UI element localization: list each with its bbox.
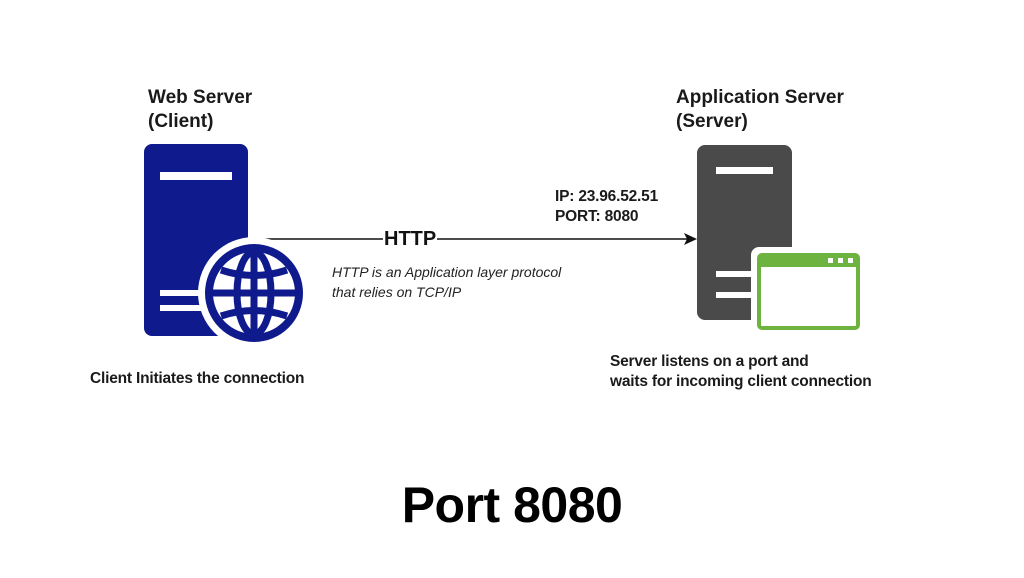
- client-caption: Client Initiates the connection: [90, 370, 305, 387]
- server-title-line1: Application Server: [676, 87, 844, 108]
- protocol-note: HTTP is an Application layer protocol th…: [332, 262, 561, 302]
- server-address: IP: 23.96.52.51 PORT: 8080: [555, 187, 658, 227]
- arrowhead-icon: [684, 233, 697, 245]
- page-title: Port 8080: [401, 477, 623, 533]
- server-port: PORT: 8080: [555, 208, 639, 225]
- server-caption-line1: Server listens on a port and: [610, 353, 809, 370]
- server-title-line2: (Server): [676, 111, 748, 132]
- server-title: Application Server (Server): [676, 86, 844, 134]
- server-ip: IP: 23.96.52.51: [555, 188, 658, 205]
- browser-window-icon: [751, 247, 866, 336]
- protocol-label: HTTP: [383, 228, 438, 250]
- server-caption-line2: waits for incoming client connection: [610, 373, 872, 390]
- protocol-note-line1: HTTP is an Application layer protocol: [332, 264, 562, 280]
- client-title: Web Server (Client): [148, 86, 252, 134]
- http-connection-arrow: [248, 233, 697, 245]
- client-title-line1: Web Server: [148, 87, 253, 108]
- globe-icon: [198, 237, 310, 349]
- server-caption: Server listens on a port and waits for i…: [610, 352, 872, 392]
- client-title-line2: (Client): [148, 111, 214, 132]
- protocol-note-line2: that relies on TCP/IP: [332, 284, 462, 300]
